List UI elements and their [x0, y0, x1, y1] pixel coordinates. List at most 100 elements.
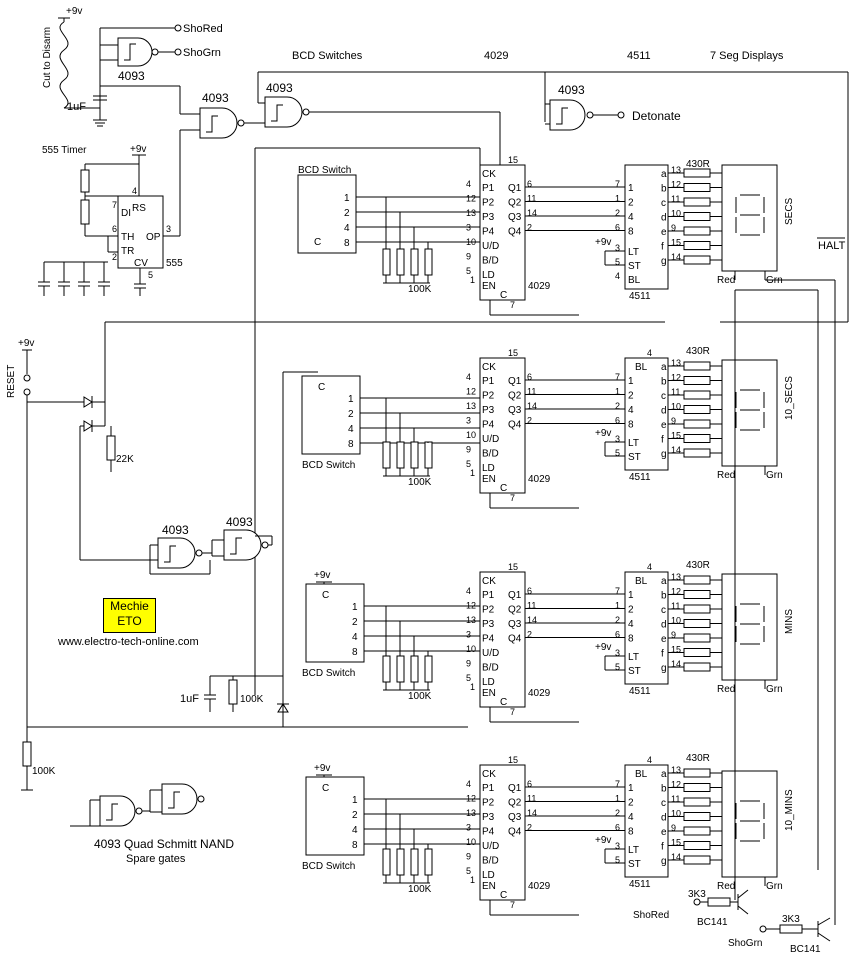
decoder-input: 8 — [628, 420, 634, 431]
decoder-seg: f — [661, 242, 664, 253]
decoder-st-num: 5 — [615, 257, 620, 267]
counter-pin: LD — [482, 677, 495, 688]
decoder-seg-num: 13 — [671, 165, 681, 175]
display-grn: Grn — [766, 470, 783, 481]
decoder-seg: d — [661, 620, 667, 631]
seven-seg-display — [721, 164, 778, 272]
reset-switch-bottom[interactable] — [23, 388, 31, 396]
decoder-st-num: 5 — [615, 662, 620, 672]
chip-555-label: 555 — [166, 258, 183, 269]
detonate-label: Detonate — [632, 109, 681, 123]
decoder-input: 4 — [628, 212, 634, 223]
counter-pin: P1 — [482, 783, 495, 794]
decoder-input: 2 — [628, 605, 634, 616]
decoder-input-num: 6 — [615, 223, 620, 233]
decoder-power: +9v — [595, 835, 611, 846]
counter-pin-num: 1 — [470, 468, 475, 478]
decoder-input-num: 1 — [615, 601, 620, 611]
display-red: Red — [717, 881, 735, 892]
seven-seg-display — [721, 770, 778, 878]
decoder-input-num: 2 — [615, 401, 620, 411]
counter-q: Q2 — [508, 798, 522, 809]
res-430r-label: 430R — [686, 159, 710, 170]
decoder-lt-num: 3 — [615, 243, 620, 253]
nand-gate-c — [264, 96, 303, 128]
decoder-seg-num: 15 — [671, 838, 681, 848]
nand-gate-b — [199, 107, 238, 139]
decoder-input: 4 — [628, 405, 634, 416]
counter-q: Q2 — [508, 605, 522, 616]
switch-power: +9v — [314, 570, 330, 581]
decoder-seg: e — [661, 227, 667, 238]
decoder-seg-num: 9 — [671, 630, 676, 640]
gate-4093-d: 4093 — [558, 83, 585, 97]
decoder-st: ST — [628, 452, 641, 463]
decoder-seg-num: 14 — [671, 445, 681, 455]
counter-pin-num: 13 — [466, 615, 476, 625]
decoder-input-num: 7 — [615, 779, 620, 789]
decoder-seg: f — [661, 842, 664, 853]
counter-q-num: 2 — [527, 223, 532, 233]
counter-label: 4029 — [528, 474, 551, 485]
switch-pin: 8 — [344, 238, 350, 249]
sho-red-top: ShoRed — [183, 23, 223, 35]
pin-en: EN — [482, 281, 496, 292]
counter-pin-num: 9 — [466, 659, 471, 669]
counter-q-num: 11 — [527, 387, 536, 397]
counter-pin: B/D — [482, 663, 499, 674]
reset-switch-top[interactable] — [23, 374, 31, 382]
counter-q-num: 14 — [527, 208, 537, 218]
decoder-seg: a — [661, 362, 667, 373]
counter-pin: B/D — [482, 449, 499, 460]
decoder-input: 1 — [628, 183, 634, 194]
decoder-lt-num: 3 — [615, 434, 620, 444]
decoder-seg-num: 12 — [671, 180, 681, 190]
nand-gate-detonate — [549, 99, 586, 131]
nand-gate-e — [157, 537, 196, 569]
switch-pin: 2 — [344, 208, 350, 219]
counter-pin: P2 — [482, 605, 495, 616]
bcd-switch[interactable] — [301, 375, 361, 455]
counter-pin-num: 12 — [466, 194, 476, 204]
decoder-seg-num: 15 — [671, 238, 681, 248]
transistor-b-label: BC141 — [790, 944, 821, 955]
counter-pin-num: 15 — [508, 155, 518, 165]
counter-pin: P4 — [482, 227, 495, 238]
chip-555 — [117, 195, 164, 269]
switch-pin: 1 — [352, 795, 358, 806]
decoder-bl-num: 4 — [647, 755, 652, 765]
decoder-seg: c — [661, 605, 666, 616]
nand-gate-f — [223, 529, 262, 561]
bcd-switch[interactable] — [305, 583, 365, 663]
res-100k-left: 100K — [240, 694, 264, 705]
chip-4029 — [479, 357, 526, 494]
decoder-label: 4511 — [629, 879, 651, 890]
counter-q-num: 14 — [527, 615, 537, 625]
counter-pin-num: 3 — [466, 416, 471, 426]
gate-4093-b: 4093 — [202, 91, 229, 105]
decoder-seg: a — [661, 769, 667, 780]
counter-q: Q1 — [508, 183, 522, 194]
decoder-seg: f — [661, 435, 664, 446]
decoder-seg-num: 9 — [671, 416, 676, 426]
decoder-input-num: 1 — [615, 387, 620, 397]
spare-gate-a — [99, 795, 136, 827]
decoder-seg-num: 11 — [671, 794, 680, 804]
switch-pin: 8 — [352, 840, 358, 851]
bcd-switch[interactable] — [297, 174, 357, 254]
decoder-bl: BL — [628, 275, 641, 286]
counter-pin: LD — [482, 463, 495, 474]
switch-c: C — [314, 237, 321, 248]
counter-q-num: 14 — [527, 401, 537, 411]
bcd-switch-label: BCD Switch — [302, 861, 355, 872]
display-label: 10_MINS — [784, 789, 795, 831]
header-4511: 4511 — [627, 50, 651, 62]
bcd-switch[interactable] — [305, 776, 365, 856]
decoder-input-num: 7 — [615, 586, 620, 596]
counter-q: Q4 — [508, 827, 522, 838]
transistor-a-label: BC141 — [697, 917, 728, 928]
switch-pin: 8 — [348, 439, 354, 450]
counter-pin-num: 15 — [508, 562, 518, 572]
